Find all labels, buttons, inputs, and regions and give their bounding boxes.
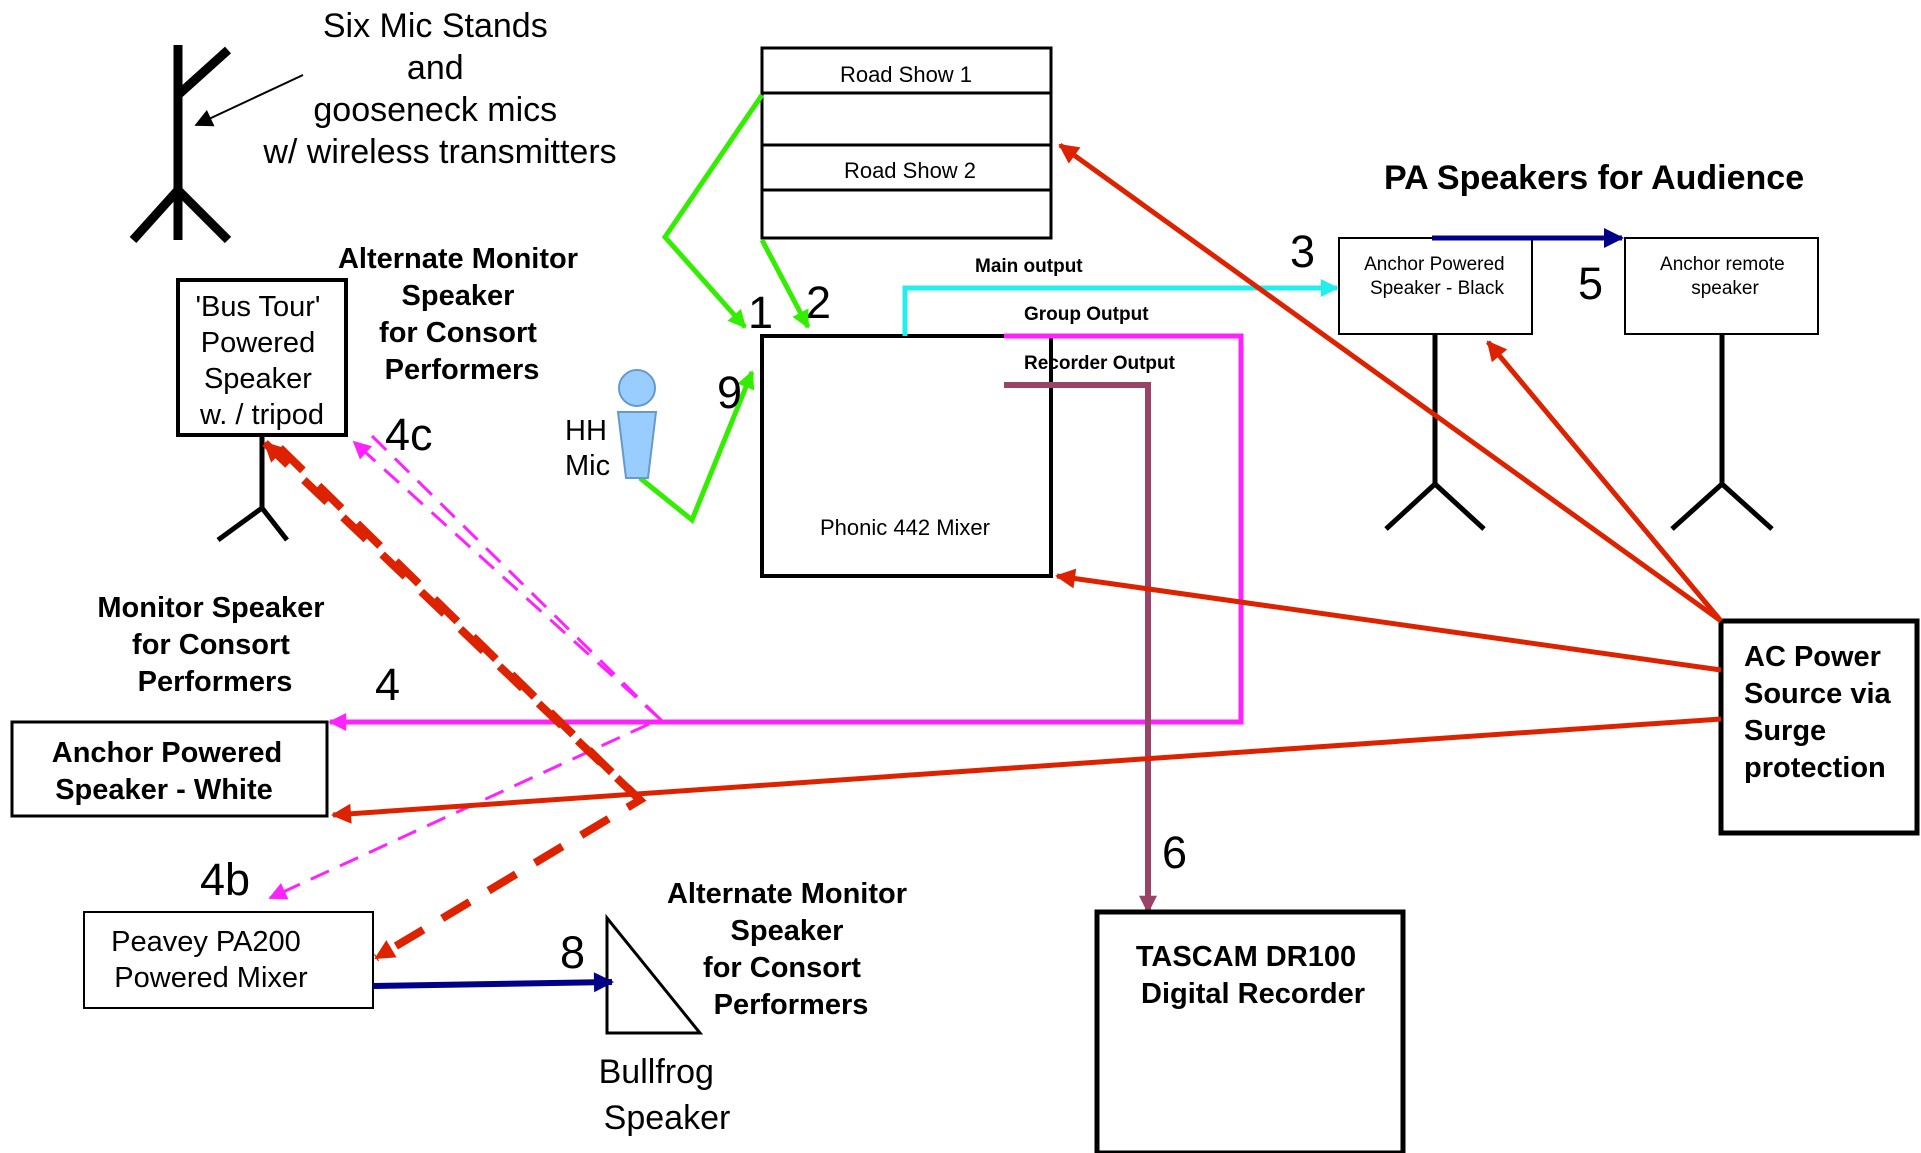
output-number-6: 6 bbox=[1162, 827, 1187, 878]
bus-tour-tripod-icon bbox=[216, 435, 289, 543]
power-lines bbox=[331, 142, 1723, 824]
ac-power-label: AC Power Source via Surge protection bbox=[1744, 641, 1899, 784]
output-number-5: 5 bbox=[1578, 258, 1603, 309]
input-number-2: 2 bbox=[806, 277, 831, 328]
phonic-mixer-label: Phonic 442 Mixer bbox=[820, 515, 990, 540]
input-number-9: 9 bbox=[717, 367, 742, 418]
bus-tour-speaker-box bbox=[176, 278, 348, 437]
anchor-remote-speaker-label: Anchor remote speaker bbox=[1660, 254, 1790, 299]
road-show-2-label: Road Show 2 bbox=[844, 158, 976, 183]
output-number-4b: 4b bbox=[200, 854, 250, 905]
pa-speakers-heading: PA Speakers for Audience bbox=[1384, 159, 1804, 197]
output-number-3: 3 bbox=[1290, 226, 1315, 277]
input-number-1: 1 bbox=[748, 287, 773, 338]
tascam-recorder-label: TASCAM DR100 Digital Recorder bbox=[1136, 941, 1365, 1010]
mic-stand-icon bbox=[129, 45, 232, 244]
input-signal-lines bbox=[638, 93, 811, 525]
tascam-recorder-box bbox=[1094, 909, 1406, 1153]
output-number-8: 8 bbox=[560, 927, 585, 978]
peavey-to-bullfrog-line bbox=[372, 972, 614, 993]
hh-mic-label: HH Mic bbox=[565, 415, 615, 482]
recorder-output-line bbox=[1004, 382, 1157, 914]
main-output-label: Main output bbox=[975, 256, 1083, 277]
anchor-white-speaker-box bbox=[10, 720, 329, 818]
anchor-black-speaker-label: Anchor Powered Speaker - Black bbox=[1364, 254, 1510, 299]
mic-stands-label: Six Mic Stands and gooseneck mics w/ wir… bbox=[262, 7, 616, 171]
group-output-line bbox=[328, 333, 1244, 731]
bullfrog-heading: Alternate Monitor Speaker for Consort Pe… bbox=[667, 878, 915, 1021]
road-show-1-label: Road Show 1 bbox=[840, 62, 972, 87]
bus-tour-speaker-label: 'Bus Tour' Powered Speaker w. / tripod bbox=[195, 291, 328, 431]
phonic-mixer-box bbox=[760, 334, 1053, 578]
group-output-label: Group Output bbox=[1024, 304, 1149, 325]
output-number-4: 4 bbox=[375, 659, 400, 710]
peavey-mixer-label: Peavey PA200 Powered Mixer bbox=[111, 926, 309, 994]
bullfrog-speaker-icon bbox=[605, 913, 704, 1035]
ac-power-box bbox=[1718, 618, 1920, 836]
main-output-line bbox=[902, 279, 1339, 336]
peavey-mixer-box bbox=[83, 911, 374, 1009]
mic-stand-pointer-arrow bbox=[194, 74, 304, 127]
anchor-white-speaker-label: Anchor Powered Speaker - White bbox=[52, 737, 291, 806]
hh-mic-icon bbox=[616, 369, 658, 479]
anchor-remote-tripod-icon bbox=[1670, 334, 1774, 531]
road-show-1-receiver: Road Show 1 bbox=[760, 46, 1053, 147]
bus-tour-heading: Alternate Monitor Speaker for Consort Pe… bbox=[338, 243, 586, 386]
anchor-black-speaker-box bbox=[1338, 237, 1533, 335]
road-show-2-receiver: Road Show 2 bbox=[760, 143, 1053, 240]
monitor-speaker-heading: Monitor Speaker for Consort Performers bbox=[97, 592, 332, 698]
bullfrog-speaker-label: Bullfrog Speaker bbox=[599, 1053, 731, 1137]
anchor-black-tripod-icon bbox=[1384, 334, 1486, 531]
alternate-monitor-routes bbox=[262, 434, 663, 962]
recorder-output-label: Recorder Output bbox=[1024, 353, 1176, 374]
output-number-4c: 4c bbox=[385, 409, 433, 460]
